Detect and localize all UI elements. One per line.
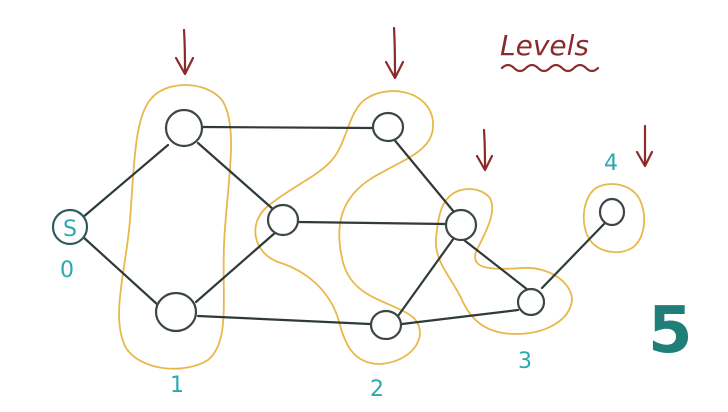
edge-s-a [80,143,170,220]
edge-e-f [396,236,456,318]
node-level3-top [444,208,478,242]
level-label-3: 3 [518,349,532,374]
edge-d-f [296,220,448,226]
edge-e-g [400,308,520,326]
node-level1-bottom [154,291,198,333]
level-label-2: 2 [370,377,384,402]
node-level3-bottom [516,287,546,317]
node-level4 [598,197,626,227]
edge-a-c [200,125,374,130]
edge-g-h [540,222,606,290]
edge-b-e [196,314,372,326]
level-3-outline [435,188,573,335]
arrow-level-3 [475,128,494,172]
level-1-outline [118,84,232,370]
node-level1-top [164,108,204,148]
edge-f-g [462,238,530,292]
edge-s-b [80,234,160,307]
arrow-level-1 [174,28,195,76]
level-2-outline [254,90,435,365]
title: Levels [500,29,589,62]
level-4-outline [582,183,646,254]
level-label-0: 0 [60,258,74,283]
level-label-1: 1 [170,373,184,398]
arrow-level-2 [384,26,405,80]
edge-a-d [196,141,276,212]
source-label: S [63,217,77,242]
node-level2-middle [266,203,300,237]
arrow-level-4 [635,124,654,168]
level-label-4: 4 [604,151,618,176]
node-level2-top [371,111,405,143]
corner-number: 5 [648,294,693,368]
node-level2-bottom [369,309,403,341]
edge-c-f [390,135,456,214]
title-underline [500,63,600,73]
node-source: S [51,208,89,246]
edge-b-d [194,230,278,304]
